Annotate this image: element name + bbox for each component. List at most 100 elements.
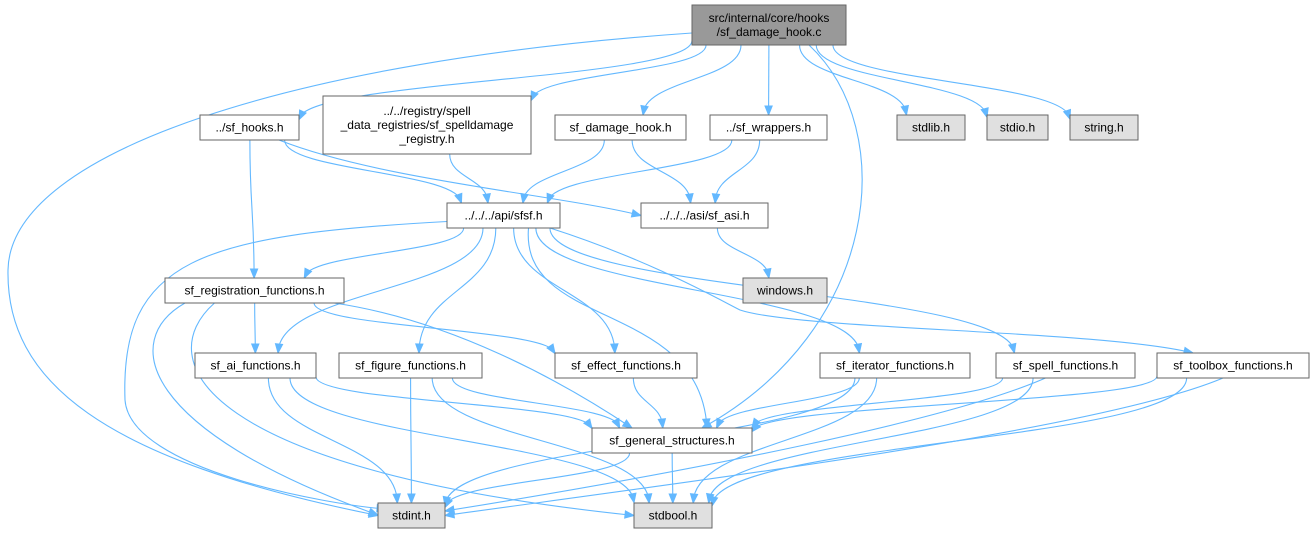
- arrowhead: [520, 192, 529, 205]
- arrowhead: [980, 107, 989, 119]
- node-box: [554, 352, 698, 379]
- edge-figure-to-stdint: [407, 377, 416, 505]
- node-box: [640, 202, 769, 229]
- node-label: ../../../asi/sf_asi.h: [659, 209, 749, 223]
- node-label: _registry.h: [398, 132, 454, 146]
- node-spell[interactable]: sf_spell_functions.h: [995, 352, 1136, 379]
- edge-iterator-to-general: [716, 377, 860, 430]
- node-box: [377, 502, 446, 529]
- node-box: [164, 277, 345, 304]
- node-sf_wrappers[interactable]: ../sf_wrappers.h: [709, 114, 828, 141]
- node-general[interactable]: sf_general_structures.h: [591, 427, 753, 454]
- node-root[interactable]: src/internal/core/hooks/sf_damage_hook.c: [691, 4, 847, 46]
- node-stdio: stdio.h: [986, 114, 1049, 141]
- nodes-layer: src/internal/core/hooks/sf_damage_hook.c…: [164, 4, 1310, 529]
- node-label: sf_figure_functions.h: [355, 359, 466, 373]
- node-box: [691, 4, 847, 46]
- arrowhead: [303, 267, 313, 280]
- arrowhead: [367, 507, 380, 516]
- arrowhead: [407, 493, 416, 505]
- arrowhead: [611, 417, 621, 430]
- edge-spelldamage-to-sfsf: [449, 153, 491, 205]
- node-sf_asi[interactable]: ../../../asi/sf_asi.h: [640, 202, 769, 229]
- node-box: [896, 114, 966, 141]
- node-label: _data_registries/sf_spelldamage: [340, 118, 514, 132]
- arrowhead: [621, 419, 634, 429]
- node-label: sf_toolbox_functions.h: [1173, 359, 1292, 373]
- node-registration[interactable]: sf_registration_functions.h: [164, 277, 345, 304]
- arrowhead: [716, 417, 725, 430]
- arrowhead: [628, 492, 637, 504]
- node-label: /sf_damage_hook.c: [717, 25, 822, 39]
- node-box: [1069, 114, 1139, 141]
- node-label: sf_ai_functions.h: [210, 359, 300, 373]
- edge-registration-to-stdbool: [190, 302, 636, 519]
- edge-sf_asi-to-windows: [716, 227, 772, 280]
- node-label: sf_iterator_functions.h: [836, 359, 954, 373]
- node-effect[interactable]: sf_effect_functions.h: [554, 352, 698, 379]
- node-stdint: stdint.h: [377, 502, 446, 529]
- edge-sfsf-to-iterator: [535, 227, 863, 355]
- edge-sf_damage_hook-to-sfsf: [520, 139, 605, 205]
- edge-sfsf-to-general: [527, 227, 711, 430]
- node-box: [633, 502, 713, 529]
- node-label: string.h: [1084, 121, 1123, 135]
- node-label: sf_registration_functions.h: [184, 284, 324, 298]
- edge-sfsf-to-ai: [274, 227, 484, 355]
- edge-ai-to-general: [315, 376, 593, 430]
- edge-effect-to-general: [632, 377, 667, 430]
- edge-sf_hooks-to-registration: [249, 139, 259, 280]
- edge-registration-to-stdint: [152, 302, 380, 516]
- edge-figure-to-general: [451, 377, 621, 430]
- node-sf_hooks[interactable]: ../sf_hooks.h: [199, 114, 300, 141]
- node-ai[interactable]: sf_ai_functions.h: [194, 352, 317, 379]
- node-sf_damage_hook[interactable]: sf_damage_hook.h: [554, 114, 687, 141]
- node-label: sf_spell_functions.h: [1013, 359, 1118, 373]
- edge-ai-to-stdbool: [289, 377, 637, 504]
- node-spelldamage[interactable]: ../../registry/spell_data_registries/sf_…: [322, 95, 532, 155]
- edge-root-to-string: [832, 44, 1072, 121]
- node-box: [986, 114, 1049, 141]
- node-figure[interactable]: sf_figure_functions.h: [338, 352, 483, 379]
- node-label: stdio.h: [1000, 121, 1035, 135]
- arrowhead: [640, 104, 649, 117]
- node-box: [554, 114, 687, 141]
- arrowhead: [1007, 342, 1017, 355]
- arrowhead: [1062, 108, 1072, 121]
- node-iterator[interactable]: sf_iterator_functions.h: [819, 352, 971, 379]
- arrowhead: [250, 343, 260, 355]
- node-sfsf[interactable]: ../../../api/sfsf.h: [446, 202, 561, 229]
- arrowhead: [711, 193, 721, 205]
- edge-sf_wrappers-to-sf_asi: [711, 139, 761, 205]
- edge-root-to-stdio: [815, 44, 989, 119]
- edge-toolbox-to-stdint: [443, 377, 1224, 519]
- node-box: [338, 352, 483, 379]
- arrowhead: [546, 192, 555, 205]
- edge-sf_hooks-to-sf_asi: [278, 139, 643, 218]
- node-stdlib: stdlib.h: [896, 114, 966, 141]
- edge-root-to-spelldamage: [530, 44, 707, 102]
- arrowhead: [443, 509, 456, 519]
- edge-root-to-sf_damage_hook: [640, 44, 742, 117]
- node-label: ../../../api/sfsf.h: [464, 209, 542, 223]
- arrowhead: [751, 421, 762, 433]
- node-box: [199, 114, 300, 141]
- node-label: sf_general_structures.h: [609, 434, 734, 448]
- node-windows: windows.h: [742, 277, 828, 304]
- node-label: sf_damage_hook.h: [569, 121, 671, 135]
- node-box: [322, 95, 532, 155]
- arrowhead: [249, 268, 259, 280]
- edge-sf_wrappers-to-sfsf: [546, 139, 733, 205]
- node-label: stdbool.h: [649, 509, 698, 523]
- arrowhead: [582, 418, 593, 430]
- node-stdbool: stdbool.h: [633, 502, 713, 529]
- arrowhead: [685, 193, 694, 205]
- node-string: string.h: [1069, 114, 1139, 141]
- edge-sfsf-to-registration: [303, 227, 465, 280]
- edge-figure-to-stdbool: [431, 377, 653, 505]
- arrowhead: [624, 510, 636, 519]
- arrowhead: [643, 493, 653, 505]
- node-toolbox[interactable]: sf_toolbox_functions.h: [1156, 352, 1310, 379]
- arrowhead: [546, 343, 556, 355]
